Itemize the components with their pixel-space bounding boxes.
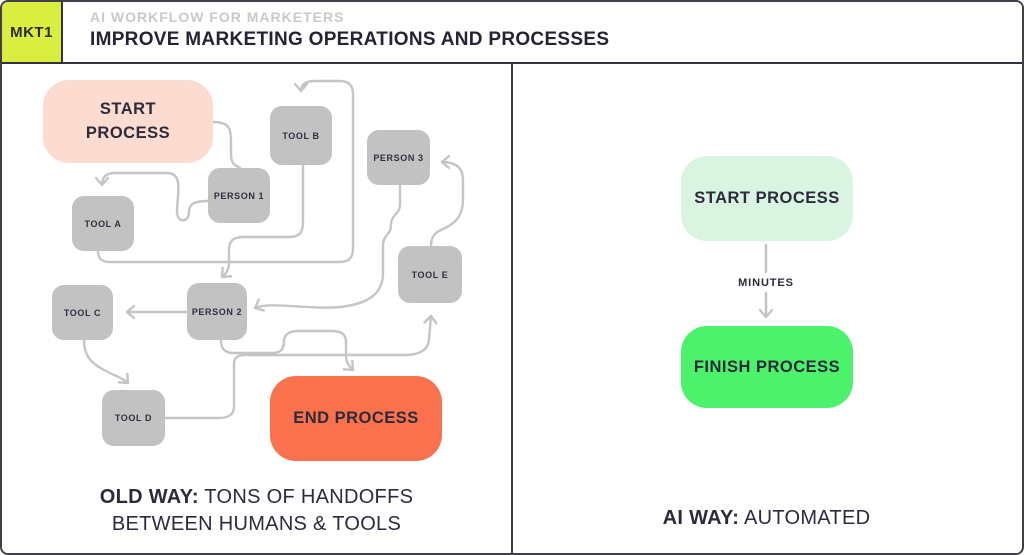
node-tool-c: TOOL C <box>52 285 113 340</box>
node-label: END PROCESS <box>293 409 419 427</box>
node-label: TOOL C <box>63 307 102 318</box>
connector-toole-to-person3 <box>429 154 465 248</box>
connector-person1-to-toola <box>94 171 210 222</box>
caption-rest: TONS OF HANDOFFS <box>198 486 414 508</box>
node-person-2: PERSON 2 <box>187 283 247 340</box>
node-label: START PROCESS <box>85 99 171 142</box>
header-text: AI WORKFLOW FOR MARKETERS IMPROVE MARKET… <box>90 9 609 51</box>
node-label: PERSON 2 <box>191 306 243 317</box>
node-tool-a: TOOL A <box>72 196 134 251</box>
minutes-label: MINUTES <box>738 277 794 289</box>
mkt1-badge: MKT1 <box>2 2 63 64</box>
header: MKT1 AI WORKFLOW FOR MARKETERS IMPROVE M… <box>2 2 1022 64</box>
caption-rest: AUTOMATED <box>739 507 871 529</box>
connector-toold-to-toole <box>163 314 438 420</box>
node-start-process-ai: START PROCESS <box>681 156 853 241</box>
ai-way-panel: START PROCESS MINUTES FINISH PROCESS AI … <box>511 64 1020 553</box>
connector-toolc-to-toold <box>82 338 130 385</box>
ai-way-connectors <box>758 243 774 319</box>
node-label: TOOL B <box>282 130 320 141</box>
header-subtitle: AI WORKFLOW FOR MARKETERS <box>90 9 345 25</box>
node-end-process: END PROCESS <box>270 376 442 461</box>
old-way-panel: START PROCESS TOOL B PERSON 3 PERSON 1 T… <box>2 64 511 553</box>
page-title: IMPROVE MARKETING OPERATIONS AND PROCESS… <box>90 29 610 50</box>
node-label: START PROCESS <box>694 189 840 207</box>
node-label: TOOL E <box>411 269 449 280</box>
node-label: FINISH PROCESS <box>693 357 841 376</box>
connector-toolb-to-person2 <box>220 163 305 279</box>
node-label: TOOL D <box>114 413 153 423</box>
node-finish-process: FINISH PROCESS <box>681 326 853 408</box>
node-person-3: PERSON 3 <box>367 130 430 185</box>
ai-way-caption: AI WAY: AUTOMATED <box>513 505 1020 532</box>
node-start-process-old: START PROCESS <box>43 80 213 163</box>
connector-person3-to-person2 <box>253 183 402 312</box>
connector-start-to-person1 <box>211 120 242 170</box>
caption-bold: AI WAY: <box>662 507 740 529</box>
node-person-1: PERSON 1 <box>208 168 270 223</box>
caption-line2: BETWEEN HUMANS & TOOLS <box>111 513 402 535</box>
node-label: TOOL A <box>84 218 122 229</box>
node-tool-d: TOOL D <box>102 390 165 446</box>
connector-toola-to-toolb <box>96 79 355 264</box>
node-label: PERSON 1 <box>213 190 265 201</box>
comparison-panels: START PROCESS TOOL B PERSON 3 PERSON 1 T… <box>2 64 1022 553</box>
node-tool-b: TOOL B <box>270 106 332 165</box>
node-label: PERSON 3 <box>373 152 424 163</box>
node-tool-e: TOOL E <box>398 246 462 303</box>
old-way-caption: OLD WAY: TONS OF HANDOFFS BETWEEN HUMANS… <box>2 484 511 538</box>
old-way-connectors <box>82 79 465 420</box>
caption-bold: OLD WAY: <box>99 486 199 508</box>
connector-person2-to-end <box>219 329 355 372</box>
